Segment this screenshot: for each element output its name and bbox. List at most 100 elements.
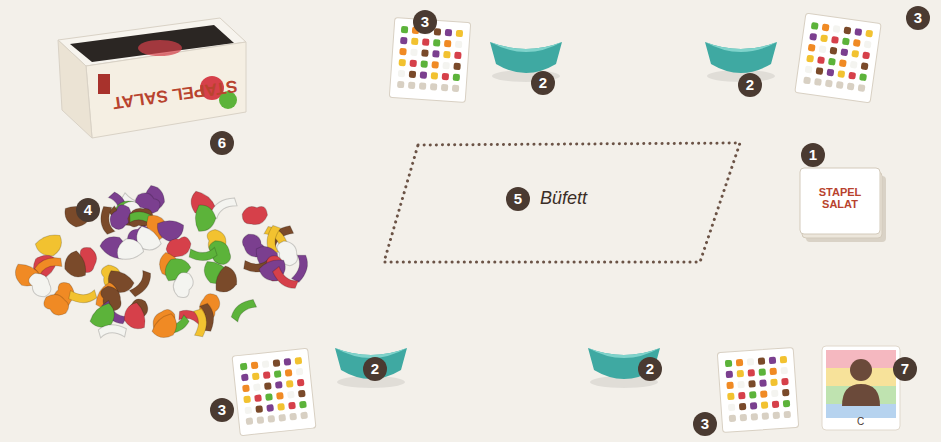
board-symbol	[842, 37, 850, 45]
board-symbol	[433, 39, 440, 46]
ingredient-tile	[99, 206, 115, 235]
board-symbol	[822, 24, 830, 32]
tile-shape	[195, 205, 216, 231]
box-side	[58, 40, 92, 138]
box-logo	[98, 74, 110, 94]
stripe-blue	[826, 404, 896, 418]
board-symbol	[252, 372, 260, 380]
board-symbol	[749, 391, 756, 398]
board-symbol	[811, 22, 819, 30]
board-symbol	[808, 44, 816, 52]
board-symbol	[397, 81, 404, 88]
board-symbol	[275, 381, 283, 389]
board-symbol	[840, 48, 848, 56]
player-boards	[232, 13, 881, 436]
board-symbol	[848, 72, 856, 80]
board-symbol	[399, 48, 406, 55]
ingredient-tile	[291, 253, 310, 283]
bowl-body	[705, 42, 777, 73]
board-symbol	[287, 391, 295, 399]
board-symbol	[242, 385, 250, 393]
board-symbol	[858, 84, 866, 92]
board-symbol	[853, 39, 861, 47]
board-symbol	[762, 412, 769, 419]
game-box	[58, 18, 246, 138]
board-symbol	[286, 380, 294, 388]
tile-shape	[150, 311, 183, 344]
board-symbol	[453, 74, 460, 81]
board-symbol	[253, 383, 261, 391]
board-symbol	[277, 403, 285, 411]
board-symbol	[819, 45, 827, 53]
board-symbol	[773, 412, 780, 419]
board-symbol	[244, 406, 252, 414]
ingredient-tile	[213, 265, 241, 297]
bowl-rim	[705, 42, 777, 52]
board-symbol	[771, 390, 778, 397]
board-symbol	[729, 415, 736, 422]
board-symbol	[772, 401, 779, 408]
board-symbol	[728, 404, 735, 411]
board-symbol	[725, 360, 732, 367]
tile-shape	[60, 250, 88, 282]
tile-shape	[193, 309, 207, 338]
board-symbol	[454, 52, 461, 59]
board-symbol	[759, 379, 766, 386]
board-symbol	[809, 33, 817, 41]
board-symbol	[444, 40, 451, 47]
board-symbol	[442, 62, 449, 69]
board-symbol	[255, 405, 263, 413]
board-symbol	[865, 30, 873, 38]
board-symbol	[761, 401, 768, 408]
board-symbol	[243, 396, 251, 404]
board-symbol	[289, 413, 297, 421]
board-card	[795, 13, 881, 103]
board-symbol	[453, 63, 460, 70]
ingredient-tile	[189, 247, 218, 261]
callout-number: 2	[531, 71, 555, 95]
silhouette-head	[850, 359, 872, 381]
board-symbol	[399, 59, 406, 66]
board-symbol	[781, 378, 788, 385]
board-symbol	[736, 359, 743, 366]
board-symbol	[409, 60, 416, 67]
board-symbol	[430, 83, 437, 90]
game-logo: STAPEL SALAT	[804, 186, 876, 210]
board-symbol	[251, 362, 259, 370]
board-symbol	[851, 50, 859, 58]
board-symbol	[400, 37, 407, 44]
board-symbol	[758, 357, 765, 364]
board-symbol	[295, 357, 303, 365]
board-symbol	[727, 393, 734, 400]
callout-number: 1	[801, 143, 825, 167]
board-symbol	[452, 85, 459, 92]
tile-shape	[270, 265, 300, 292]
board-symbol	[806, 55, 814, 63]
board-symbol	[420, 71, 427, 78]
board-symbol	[783, 400, 790, 407]
board-symbol	[411, 38, 418, 45]
board-symbol	[284, 358, 292, 366]
board-symbol	[825, 80, 833, 88]
board-symbol	[410, 49, 417, 56]
board-symbol	[850, 61, 858, 69]
board-symbol	[817, 56, 825, 64]
board-symbol	[445, 29, 452, 36]
board-symbol	[299, 401, 307, 409]
board-symbol	[750, 402, 757, 409]
board-symbol	[737, 370, 744, 377]
board-symbol	[240, 363, 248, 371]
board-symbol	[264, 382, 272, 390]
board-symbol	[780, 367, 787, 374]
board-symbol	[816, 67, 824, 75]
board-symbol	[432, 50, 439, 57]
callout-number: 2	[363, 357, 387, 381]
ingredient-tile	[128, 269, 154, 299]
board-symbol	[862, 51, 870, 59]
board-symbol	[422, 38, 429, 45]
ingredient-tile	[41, 291, 71, 318]
board-symbol	[297, 379, 305, 387]
board-symbol	[265, 393, 273, 401]
